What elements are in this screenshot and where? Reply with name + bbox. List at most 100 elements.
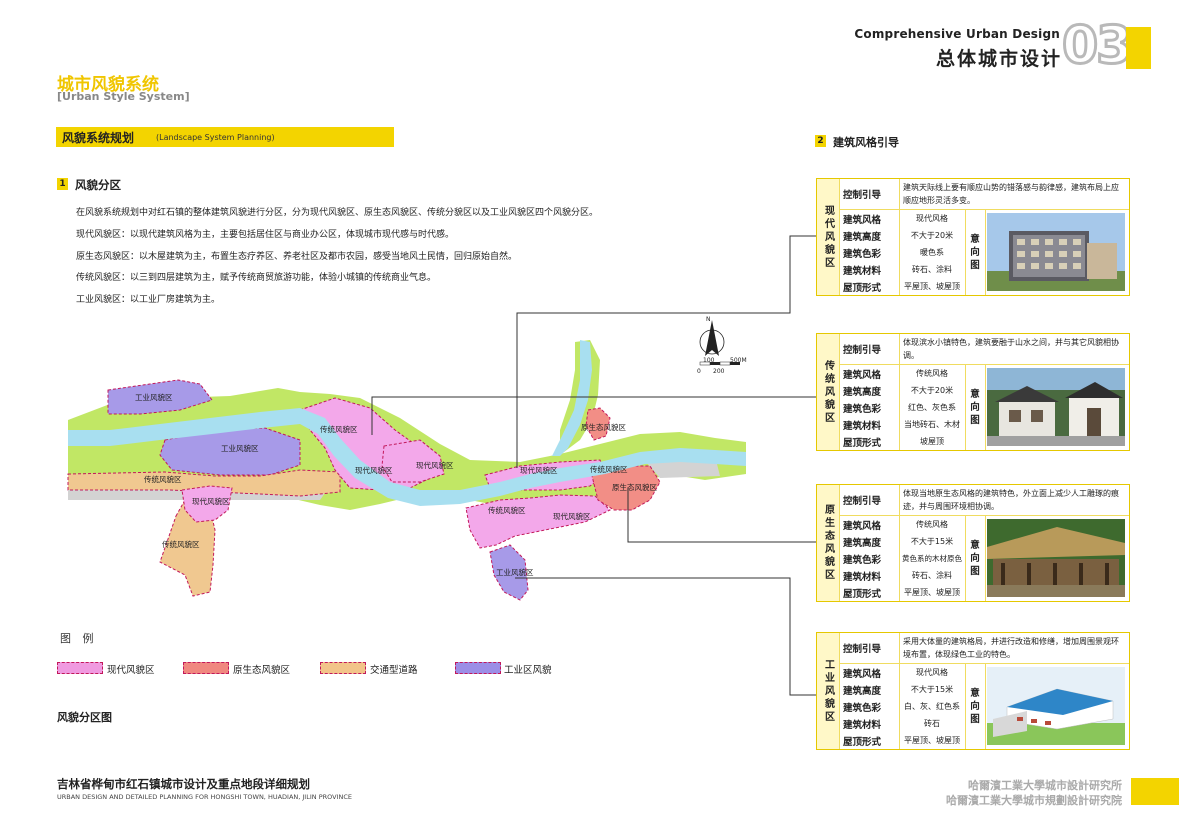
header-title-cn: 总体城市设计 xyxy=(935,48,1062,70)
map-label: 传统风貌区 xyxy=(144,475,182,484)
panel-control-label: 控制引导 xyxy=(843,644,882,655)
panel-row-value: 平屋顶、坡屋顶 xyxy=(904,282,960,291)
map-label: 原生态风貌区 xyxy=(612,483,657,492)
panel-control-text: 体现滨水小镇特色，建筑要融于山水之间，并与其它风貌相协调。 xyxy=(903,338,1119,360)
panel-intent-label: 意向图 xyxy=(970,389,980,426)
panel-row-label: 建筑风格 xyxy=(843,215,882,226)
panel-control-text: 体现当地原生态风格的建筑特色，外立面上减少人工雕琢的痕迹，并与周围环境相协调。 xyxy=(903,489,1119,511)
panel-row-label: 建筑高度 xyxy=(843,387,882,398)
panel-row-label: 建筑高度 xyxy=(843,686,882,697)
map-label: 现代风貌区 xyxy=(520,466,558,475)
traditional-zone xyxy=(67,469,341,497)
map-caption: 风貌分区图 xyxy=(57,711,112,724)
leader-line xyxy=(516,235,816,468)
panel-row-label: 建筑材料 xyxy=(843,266,882,277)
map-label: 现代风貌区 xyxy=(553,512,591,521)
leader-line xyxy=(515,577,816,696)
traditional-building-photo xyxy=(987,368,1125,446)
panel-row-label: 建筑风格 xyxy=(843,669,882,680)
panel-row-value: 不大于20米 xyxy=(910,231,954,240)
panel-row-value: 现代风格 xyxy=(916,214,948,223)
legend-label: 交通型道路 xyxy=(370,665,418,676)
map-label: 现代风貌区 xyxy=(192,497,230,506)
scale-label: 0 xyxy=(697,368,701,375)
panel-row-label: 建筑材料 xyxy=(843,421,882,432)
river xyxy=(552,340,592,456)
panel-row-label: 屋顶形式 xyxy=(843,737,882,748)
panel-row-value: 砖石、涂料 xyxy=(912,571,952,580)
page-number: 03 xyxy=(1060,16,1133,76)
panel-control-label: 控制引导 xyxy=(843,345,882,356)
map-label: 工业风貌区 xyxy=(496,568,534,577)
legend-label: 工业区风貌 xyxy=(504,665,552,676)
panel-row-value: 白、灰、红色系 xyxy=(904,702,960,711)
footer-title-cn: 吉林省桦甸市红石镇城市设计及重点地段详细规划 xyxy=(57,777,310,791)
legend-label: 现代风貌区 xyxy=(107,665,155,676)
legend-swatch-industrial xyxy=(455,662,501,674)
panel-row-value: 平屋顶、坡屋顶 xyxy=(904,736,960,745)
map-label: 传统风貌区 xyxy=(590,465,628,474)
panel-row-label: 屋顶形式 xyxy=(843,283,882,294)
panel-row-value: 不大于15米 xyxy=(910,685,954,694)
panel-control-text: 建筑天际线上要有顺应山势的错落感与韵律感，建筑布局上应顺应地形灵活多变。 xyxy=(903,183,1119,205)
guide-title: 建筑风格引导 xyxy=(833,136,899,149)
section-title-cn: 城市风貌系统 xyxy=(57,75,159,95)
eco-zone xyxy=(585,407,611,441)
panel-row-label: 建筑材料 xyxy=(843,572,882,583)
style-panel-industrial: 工业风貌区 控制引导 采用大体量的建筑格局，并进行改造和修缮，增加周围景观环境布… xyxy=(816,632,1130,750)
scale-label: 200 xyxy=(713,368,725,375)
panel-zone-label: 现代风貌区 xyxy=(817,179,840,295)
map-label: 传统风貌区 xyxy=(162,540,200,549)
panel-zone-label: 工业风貌区 xyxy=(817,633,840,749)
zoning-number-badge: 1 xyxy=(57,178,68,190)
panel-row-value: 传统风格 xyxy=(916,520,948,529)
panel-row-label: 建筑色彩 xyxy=(843,555,882,566)
industrial-zone xyxy=(489,544,529,601)
footer-accent-bar xyxy=(1131,778,1179,805)
panel-zone-label: 传统风貌区 xyxy=(817,334,840,450)
panel-row-value: 平屋顶、坡屋顶 xyxy=(904,588,960,597)
panel-control-label: 控制引导 xyxy=(843,190,882,201)
zoning-paragraph: 在风貌系统规划中对红石镇的整体建筑风貌进行分区，分为现代风貌区、原生态风貌区、传… xyxy=(76,208,599,218)
zoning-paragraph: 传统风貌区：以三到四层建筑为主，赋予传统商贸旅游功能，体验小城镇的传统商业气息。 xyxy=(76,273,437,283)
panel-row-label: 建筑风格 xyxy=(843,521,882,532)
panel-row-label: 建筑色彩 xyxy=(843,404,882,415)
legend-title: 图 例 xyxy=(60,632,98,645)
zoning-paragraph: 原生态风貌区：以木屋建筑为主，布置生态疗养区、养老社区及都市农园，感受当地风土民… xyxy=(76,252,518,262)
panel-row-value: 暖色系 xyxy=(920,248,944,257)
section-title-en: [Urban Style System] xyxy=(57,90,190,103)
footer-title-en: URBAN DESIGN AND DETAILED PLANNING FOR H… xyxy=(57,793,353,801)
legend-swatch-eco xyxy=(183,662,229,674)
map-label: 传统风貌区 xyxy=(488,506,526,515)
map-label: 工业风貌区 xyxy=(221,444,259,453)
footer-org-1: 哈爾濱工業大學城市設計研究所 xyxy=(968,779,1122,792)
panel-intent-label: 意向图 xyxy=(970,234,980,271)
panel-row-label: 建筑材料 xyxy=(843,720,882,731)
modern-zone xyxy=(181,485,233,523)
legend-swatch-modern xyxy=(57,662,103,674)
panel-row-value: 砖石 xyxy=(924,719,940,728)
leader-line xyxy=(627,488,816,543)
leader-line xyxy=(371,396,816,435)
style-panel-eco: 原生态风貌区 控制引导 体现当地原生态风格的建筑特色，外立面上减少人工雕琢的痕迹… xyxy=(816,484,1130,602)
eco-building-photo xyxy=(987,519,1125,597)
industrial-zone xyxy=(107,379,213,415)
zoning-title: 风貌分区 xyxy=(75,178,121,192)
map-label: 工业风貌区 xyxy=(135,393,173,402)
scale-label: 100 xyxy=(703,357,715,364)
panel-row-value: 传统风格 xyxy=(916,369,948,378)
modern-zone xyxy=(381,439,445,483)
footer-org-2: 哈爾濱工業大學城市規劃設計研究院 xyxy=(946,794,1122,807)
panel-row-value: 红色、灰色系 xyxy=(908,403,956,412)
modern-zone xyxy=(465,494,611,549)
traditional-zone xyxy=(159,499,216,597)
map-label: 传统风貌区 xyxy=(320,425,358,434)
panel-row-label: 屋顶形式 xyxy=(843,438,882,449)
plan-title-en: (Landscape System Planning) xyxy=(156,133,275,142)
map-label: 现代风貌区 xyxy=(355,466,393,475)
legend-swatch-road xyxy=(320,662,366,674)
panel-row-value: 黄色系的木材原色 xyxy=(902,554,962,563)
panel-row-value: 现代风格 xyxy=(916,668,948,677)
plan-title-bar xyxy=(56,127,394,147)
